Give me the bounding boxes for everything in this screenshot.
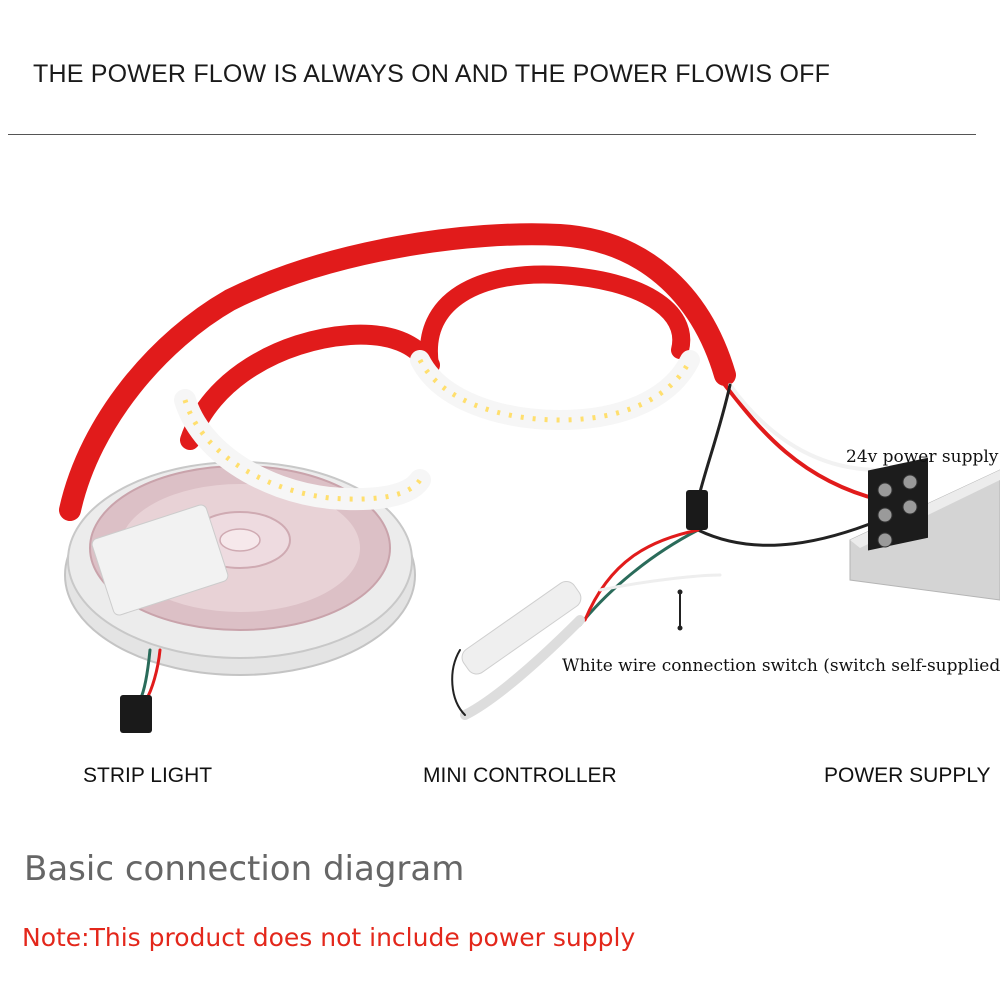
label-mini-controller: MINI CONTROLLER	[423, 764, 617, 787]
power-supply-unit	[849, 457, 1000, 601]
supply-note: Note:This product does not include power…	[22, 923, 636, 952]
controller-connector	[686, 490, 708, 530]
label-power-supply: POWER SUPPLY	[824, 764, 991, 787]
strip-end-connector	[120, 695, 152, 733]
mini-controller-body	[461, 580, 582, 675]
led-strip	[59, 223, 736, 521]
label-strip-light: STRIP LIGHT	[83, 764, 213, 787]
wires	[138, 383, 882, 720]
headline: THE POWER FLOW IS ALWAYS ON AND THE POWE…	[33, 60, 831, 88]
white-wire-callout: White wire connection switch (switch sel…	[562, 656, 1000, 676]
strip-light-reel	[64, 461, 416, 676]
psu-voltage-callout: 24v power supply	[846, 447, 999, 467]
diagram-title: Basic connection diagram	[24, 849, 465, 889]
header-divider	[8, 134, 976, 135]
